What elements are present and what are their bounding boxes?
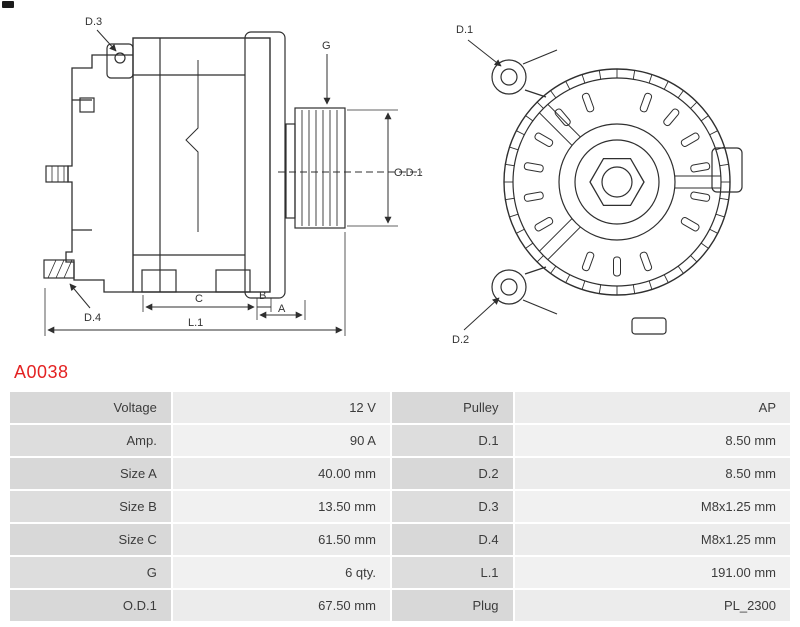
spec-label: O.D.1 xyxy=(10,590,171,621)
spec-label: D.1 xyxy=(391,425,513,456)
table-row: Amp. 90 A D.1 8.50 mm xyxy=(10,425,790,456)
spec-value: M8x1.25 mm xyxy=(514,491,790,522)
spec-label: Plug xyxy=(391,590,513,621)
vent-slots xyxy=(523,92,711,277)
spec-value: 8.50 mm xyxy=(514,458,790,489)
spec-value: 61.50 mm xyxy=(172,524,390,555)
spec-value: PL_2300 xyxy=(514,590,790,621)
table-row: O.D.1 67.50 mm Plug PL_2300 xyxy=(10,590,790,621)
part-number: A0038 xyxy=(14,362,69,382)
dimension-label-g: G xyxy=(322,40,331,52)
spec-label: Amp. xyxy=(10,425,171,456)
dimension-label-d1: D.1 xyxy=(456,24,473,36)
spec-value: 191.00 mm xyxy=(514,557,790,588)
spec-label: G xyxy=(10,557,171,588)
spec-table: Voltage 12 V Pulley AP Amp. 90 A D.1 8.5… xyxy=(8,390,792,623)
spec-value: 12 V xyxy=(172,392,390,423)
front-view-drawing xyxy=(491,49,743,335)
table-row: Size C 61.50 mm D.4 M8x1.25 mm xyxy=(10,524,790,555)
table-row: G 6 qty. L.1 191.00 mm xyxy=(10,557,790,588)
spokes xyxy=(538,103,721,261)
alternator-diagram: D.3 D.4 G O.D.1 C B A L.1 xyxy=(43,16,743,346)
spec-value: AP xyxy=(514,392,790,423)
spec-label: Voltage xyxy=(10,392,171,423)
dimension-label-od1: O.D.1 xyxy=(394,167,423,179)
spec-label: D.2 xyxy=(391,458,513,489)
dimension-label-a: A xyxy=(278,303,286,315)
table-row: Voltage 12 V Pulley AP xyxy=(10,392,790,423)
dimension-label-c: C xyxy=(195,293,203,305)
spec-label: Pulley xyxy=(391,392,513,423)
spec-value: 67.50 mm xyxy=(172,590,390,621)
table-row: Size B 13.50 mm D.3 M8x1.25 mm xyxy=(10,491,790,522)
spec-label: L.1 xyxy=(391,557,513,588)
spec-label: Size A xyxy=(10,458,171,489)
technical-drawing: D.3 D.4 G O.D.1 C B A L.1 xyxy=(43,16,743,346)
spec-label: Size C xyxy=(10,524,171,555)
dimension-label-d2: D.2 xyxy=(452,334,469,346)
dimension-label-d3: D.3 xyxy=(85,16,102,28)
spec-value: 40.00 mm xyxy=(172,458,390,489)
spec-value: 6 qty. xyxy=(172,557,390,588)
side-view-dimensions xyxy=(44,29,398,336)
table-row: Size A 40.00 mm D.2 8.50 mm xyxy=(10,458,790,489)
front-view-dimensions xyxy=(463,39,502,331)
corner-artifact xyxy=(2,1,14,8)
spec-value: 8.50 mm xyxy=(514,425,790,456)
spec-value: M8x1.25 mm xyxy=(514,524,790,555)
spec-label: D.3 xyxy=(391,491,513,522)
spec-label: Size B xyxy=(10,491,171,522)
side-view-drawing xyxy=(43,31,422,299)
spec-value: 13.50 mm xyxy=(172,491,390,522)
dimension-label-d4: D.4 xyxy=(84,312,101,324)
spec-value: 90 A xyxy=(172,425,390,456)
dimension-label-b: B xyxy=(259,290,266,302)
spec-label: D.4 xyxy=(391,524,513,555)
serration-ticks xyxy=(504,69,730,295)
dimension-label-l1: L.1 xyxy=(188,317,203,329)
